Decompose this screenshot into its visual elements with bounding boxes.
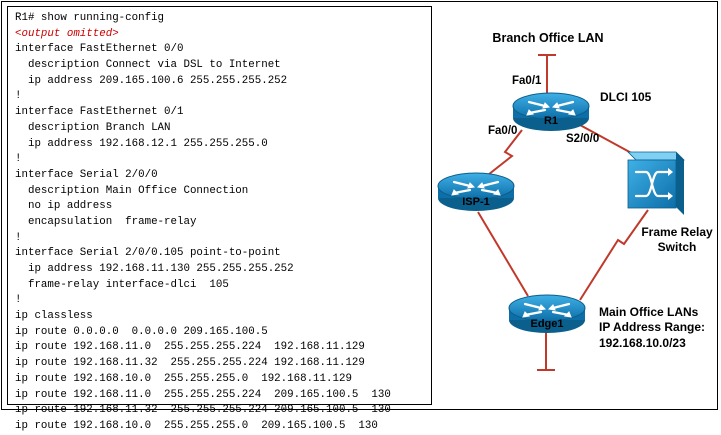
config-line: <output omitted> xyxy=(15,27,119,40)
s200-label: S2/0/0 xyxy=(566,133,599,145)
config-line: ip route 192.168.11.0 255.255.255.224 20… xyxy=(15,388,391,401)
link-isp-edge xyxy=(477,211,529,297)
frame-relay-switch-label-2: Switch xyxy=(658,240,697,254)
edge1-label: Edge1 xyxy=(530,318,563,330)
frame-relay-switch[interactable] xyxy=(627,151,685,215)
config-line: encapsulation frame-relay xyxy=(15,215,197,228)
r1-label: R1 xyxy=(544,115,558,127)
config-line: ip address 209.165.100.6 255.255.255.252 xyxy=(15,74,288,87)
link-r1-isp-serial xyxy=(478,129,523,183)
config-line: ip route 192.168.11.32 255.255.255.224 1… xyxy=(15,357,365,370)
config-line: ip route 192.168.10.0 255.255.255.0 209.… xyxy=(15,419,378,432)
link-frswitch-edge-serial xyxy=(579,209,649,301)
fa00-label: Fa0/0 xyxy=(488,125,517,137)
config-line: description Main Office Connection xyxy=(15,184,249,197)
config-line: interface FastEthernet 0/0 xyxy=(15,43,184,56)
config-line: ip route 0.0.0.0 0.0.0.0 209.165.100.5 xyxy=(15,325,268,338)
config-line: ! xyxy=(15,153,22,166)
config-line: ! xyxy=(15,294,22,307)
config-line: ip route 192.168.10.0 255.255.255.0 192.… xyxy=(15,372,352,385)
ip-range-label: IP Address Range: xyxy=(599,320,705,334)
config-line: R1# show running-config xyxy=(15,12,165,24)
config-line: ip route 192.168.11.0 255.255.255.224 19… xyxy=(15,341,365,354)
config-line: ip address 192.168.12.1 255.255.255.0 xyxy=(15,137,268,150)
branch-office-lan-label: Branch Office LAN xyxy=(492,31,603,45)
dlci-label: DLCI 105 xyxy=(600,90,652,104)
config-text: R1# show running-config <output omitted> i… xyxy=(15,11,431,435)
isp1-label: ISP-1 xyxy=(462,196,490,208)
fa01-label: Fa0/1 xyxy=(512,75,542,87)
config-line: ! xyxy=(15,231,22,244)
ip-range-value: 192.168.10.0/23 xyxy=(599,336,686,350)
frame-relay-switch-label-1: Frame Relay xyxy=(641,225,713,239)
config-line: description Connect via DSL to Internet xyxy=(15,59,281,72)
config-line: interface Serial 2/0/0 xyxy=(15,168,158,181)
main-office-lans-label: Main Office LANs xyxy=(599,305,699,319)
config-line: description Branch LAN xyxy=(15,121,171,134)
config-line: interface Serial 2/0/0.105 point-to-poin… xyxy=(15,247,281,260)
network-topology-diagram: Branch Office LAN R1 ISP-1 Edge1 Fa0/1 F… xyxy=(436,31,713,371)
config-line: frame-relay interface-dlci 105 xyxy=(15,278,229,291)
config-line: ip address 192.168.11.130 255.255.255.25… xyxy=(15,263,294,275)
config-line: ! xyxy=(15,90,22,103)
running-config-panel: R1# show running-config <output omitted> i… xyxy=(7,6,432,432)
config-line: no ip address xyxy=(15,200,113,213)
config-line: ip classless xyxy=(15,310,93,323)
config-line: interface FastEthernet 0/1 xyxy=(15,106,184,119)
